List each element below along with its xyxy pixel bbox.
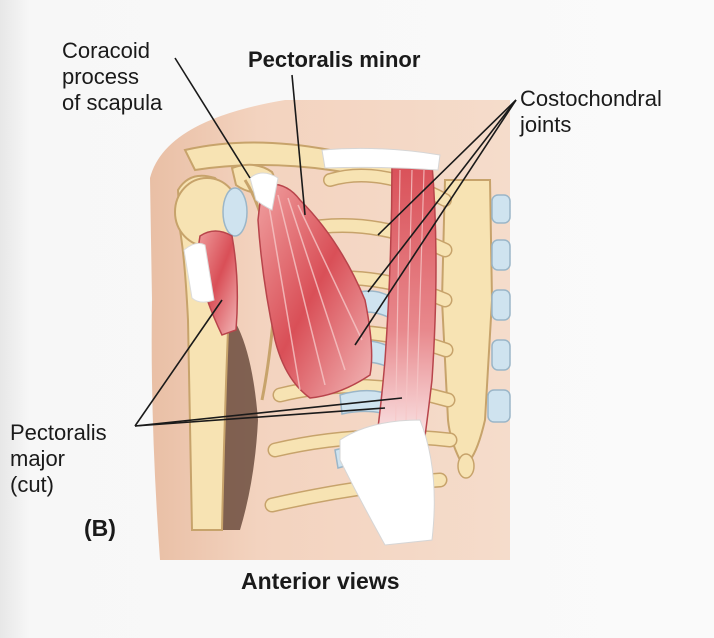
costochondral-joints-label: Costochondral joints	[520, 86, 662, 138]
leader-pmaj-chest-2	[134, 407, 386, 427]
pectoralis-major-label-line-3: (cut)	[10, 472, 54, 497]
leader-coracoid	[174, 57, 251, 179]
coracoid-process-label: Coracoid process of scapula	[62, 38, 162, 116]
pectoralis-minor-fibers	[267, 194, 363, 391]
pectoralis-major-label: Pectoralis major (cut)	[10, 420, 107, 498]
pectoralis-major-arm-tendon	[183, 242, 215, 303]
coracoid-label-line-2: process	[62, 64, 140, 89]
sternum	[440, 179, 494, 461]
leader-pmaj-arm	[134, 299, 223, 427]
leader-pectoralis-minor	[291, 74, 306, 216]
pectoralis-major-label-line-1: Pectoralis	[10, 420, 107, 445]
glenoid-cartilage	[222, 187, 248, 237]
leader-lines	[134, 57, 517, 427]
leader-costochondral-3	[354, 99, 517, 346]
leader-pmaj-chest	[134, 397, 403, 427]
pectoralis-major-aponeurosis	[339, 419, 435, 546]
costochondral-label-line-1: Costochondral	[520, 86, 662, 111]
coracoid-label-line-3: of scapula	[62, 90, 163, 115]
costochondral-label-line-2: joints	[520, 112, 572, 137]
pectoralis-minor-label: Pectoralis minor	[248, 47, 421, 72]
pectoralis-minor-tendon	[249, 172, 279, 211]
leader-costochondral-2	[367, 99, 517, 293]
pectoralis-major-chest-fibers	[394, 169, 425, 465]
panel-label: (B)	[84, 515, 116, 541]
pectoralis-major-label-line-2: major	[10, 446, 66, 471]
xiphoid	[457, 453, 475, 479]
figure-caption: Anterior views	[241, 568, 400, 594]
coracoid-label-line-1: Coracoid	[62, 38, 151, 63]
pectoralis-minor-muscle	[257, 183, 373, 399]
leader-costochondral-1	[377, 99, 517, 236]
upper-tendon	[321, 147, 441, 171]
